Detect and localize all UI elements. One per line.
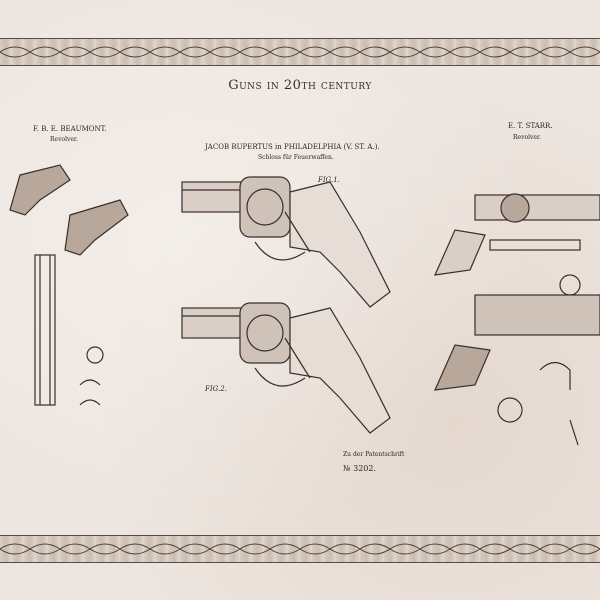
center-fig2-label: FIG.2. [205, 385, 227, 393]
top-ornamental-border [0, 38, 600, 66]
page-title: Guns in 20th century [228, 78, 372, 93]
left-subtitle-label: Revolver. [50, 136, 79, 143]
center-revolver-drawing-fig2 [181, 302, 391, 434]
bottom-ornamental-border [0, 535, 600, 563]
right-revolver-drawing [434, 193, 600, 446]
center-footer-label: Zu der Patentschrift [343, 451, 405, 458]
right-inventor-label: E. T. STARR. [508, 122, 553, 130]
left-revolver-drawing [9, 164, 129, 406]
left-inventor-label: F. B. E. BEAUMONT. [33, 125, 107, 133]
center-revolver-drawing-fig1 [181, 176, 391, 308]
center-patent-number: № 3202. [343, 464, 377, 473]
center-fig1-label: FIG.1. [318, 176, 340, 184]
center-subtitle-label: Schloss für Feuerwaffen. [258, 154, 334, 161]
center-inventor-label: JACOB RUPERTUS in PHILADELPHIA (V. ST. A… [205, 143, 380, 151]
right-subtitle-label: Revolver. [513, 134, 542, 141]
